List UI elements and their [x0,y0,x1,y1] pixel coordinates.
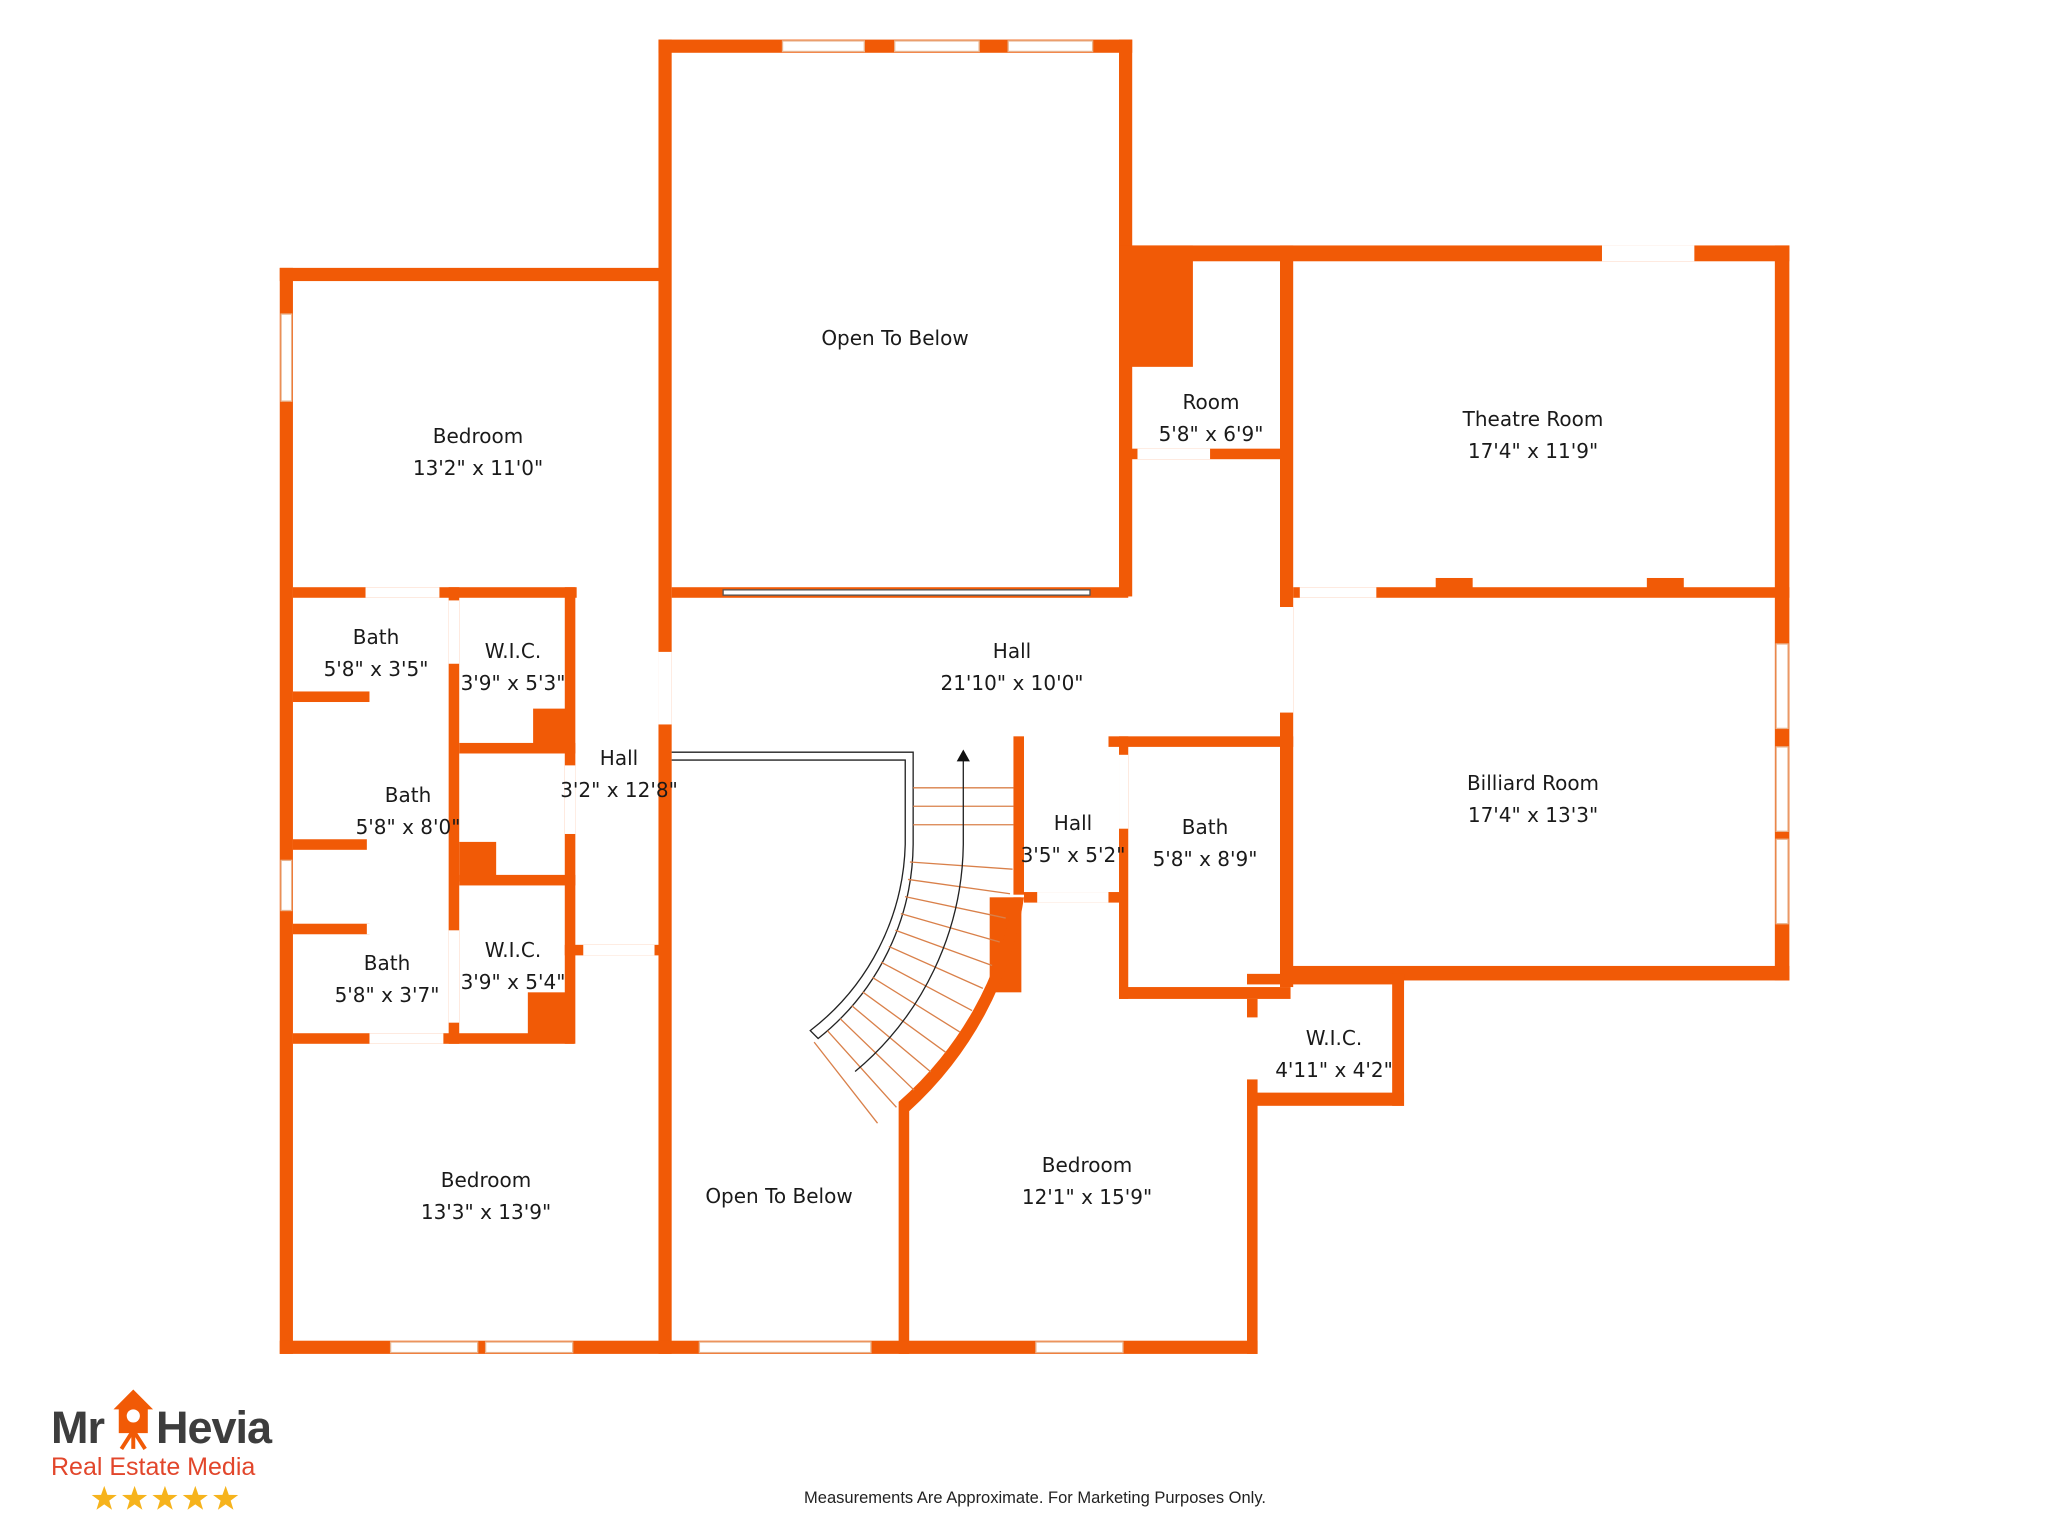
room-dims: 3'2" x 12'8" [560,778,678,802]
room-name: Theatre Room [1462,407,1604,431]
room-label: Bath 5'8" x 3'5" [324,621,429,685]
room-label: Billiard Room 17'4" x 13'3" [1467,767,1599,831]
room-label: Bedroom 12'1" x 15'9" [1022,1149,1152,1213]
room-name: W.I.C. [484,938,542,962]
room-label: Bedroom 13'3" x 13'9" [421,1164,551,1228]
stair-step [839,1018,915,1091]
room-name: Open To Below [705,1184,853,1208]
stair-step [827,1030,897,1108]
stair-step [862,991,947,1053]
room-dims: 21'10" x 10'0" [940,671,1084,695]
door-gaps [365,245,1695,1044]
windows [280,40,1789,1354]
room-name: Hall [1053,811,1093,835]
room-name: Bath [363,951,411,975]
room-name: Hall [992,639,1032,663]
room-dims: 5'8" x 8'9" [1152,847,1258,871]
room-name: Hall [599,746,639,770]
room-label: W.I.C. 3'9" x 5'4" [461,934,566,998]
room-dims: 13'3" x 13'9" [420,1200,552,1224]
star-icon [91,1485,117,1510]
stair-step [909,861,1013,870]
room-name: W.I.C. [484,639,542,663]
room-dims: 13'2" x 11'0" [412,456,544,480]
room-name: Bedroom [1041,1153,1133,1177]
star-icon [182,1485,208,1510]
room-name: Bedroom [432,424,524,448]
stair-arrow-icon [956,749,970,762]
logo-tagline: Real Estate Media [51,1453,256,1481]
room-dims: 5'8" x 3'7" [334,983,440,1007]
logo-hevia: Hevia [156,1402,272,1453]
room-label: W.I.C. 3'9" x 5'3" [461,635,566,699]
staircase [671,749,1014,1124]
stair-step [851,1005,932,1073]
room-dims: 12'1" x 15'9" [1021,1185,1153,1209]
rating-stars [91,1485,239,1510]
room-name: Bedroom [440,1168,532,1192]
room-name: W.I.C. [1305,1026,1363,1050]
logo-mr: Mr [51,1402,105,1453]
room-name: Bath [352,625,400,649]
stair-step [813,1041,879,1124]
room-name: Billiard Room [1466,771,1600,795]
stair-step [907,878,1011,895]
room-label: Bath 5'8" x 3'7" [335,947,440,1011]
room-label: Room 5'8" x 6'9" [1159,386,1264,450]
room-dims: 4'11" x 4'2" [1275,1058,1393,1082]
room-dims: 17'4" x 13'3" [1467,803,1599,827]
star-icon [213,1485,239,1510]
room-dims: 5'8" x 8'0" [355,815,461,839]
room-dims: 3'5" x 5'2" [1020,843,1126,867]
room-label: Theatre Room 17'4" x 11'9" [1463,403,1604,467]
room-label: Bath 5'8" x 8'9" [1153,811,1258,875]
room-name: Open To Below [821,326,969,350]
room-name: Room [1182,390,1240,414]
room-label: Bedroom 13'2" x 11'0" [413,420,543,484]
room-label: Open To Below [705,1180,852,1212]
star-icon [122,1485,148,1510]
room-dims: 17'4" x 11'9" [1467,439,1599,463]
stair-step [872,976,961,1033]
stair-direction-line [854,757,964,1073]
room-label: Bath 5'8" x 8'0" [356,779,461,843]
stair-railing [671,751,914,1040]
room-name: Bath [1181,815,1229,839]
stair-step [880,961,973,1012]
room-dims: 3'9" x 5'3" [460,671,566,695]
disclaimer: Measurements Are Approximate. For Market… [804,1489,1266,1507]
house-camera-icon [113,1389,154,1450]
room-dims: 5'8" x 6'9" [1158,422,1264,446]
room-label: Hall 3'2" x 12'8" [560,742,678,806]
room-name: Bath [384,783,432,807]
room-dims: 5'8" x 3'5" [323,657,429,681]
room-label: Hall 21'10" x 10'0" [940,635,1083,699]
star-icon [152,1485,178,1510]
room-label: Hall 3'5" x 5'2" [1021,807,1126,871]
room-label: Open To Below [821,322,968,354]
room-dims: 3'9" x 5'4" [460,970,566,994]
room-label: W.I.C. 4'11" x 4'2" [1275,1022,1393,1086]
